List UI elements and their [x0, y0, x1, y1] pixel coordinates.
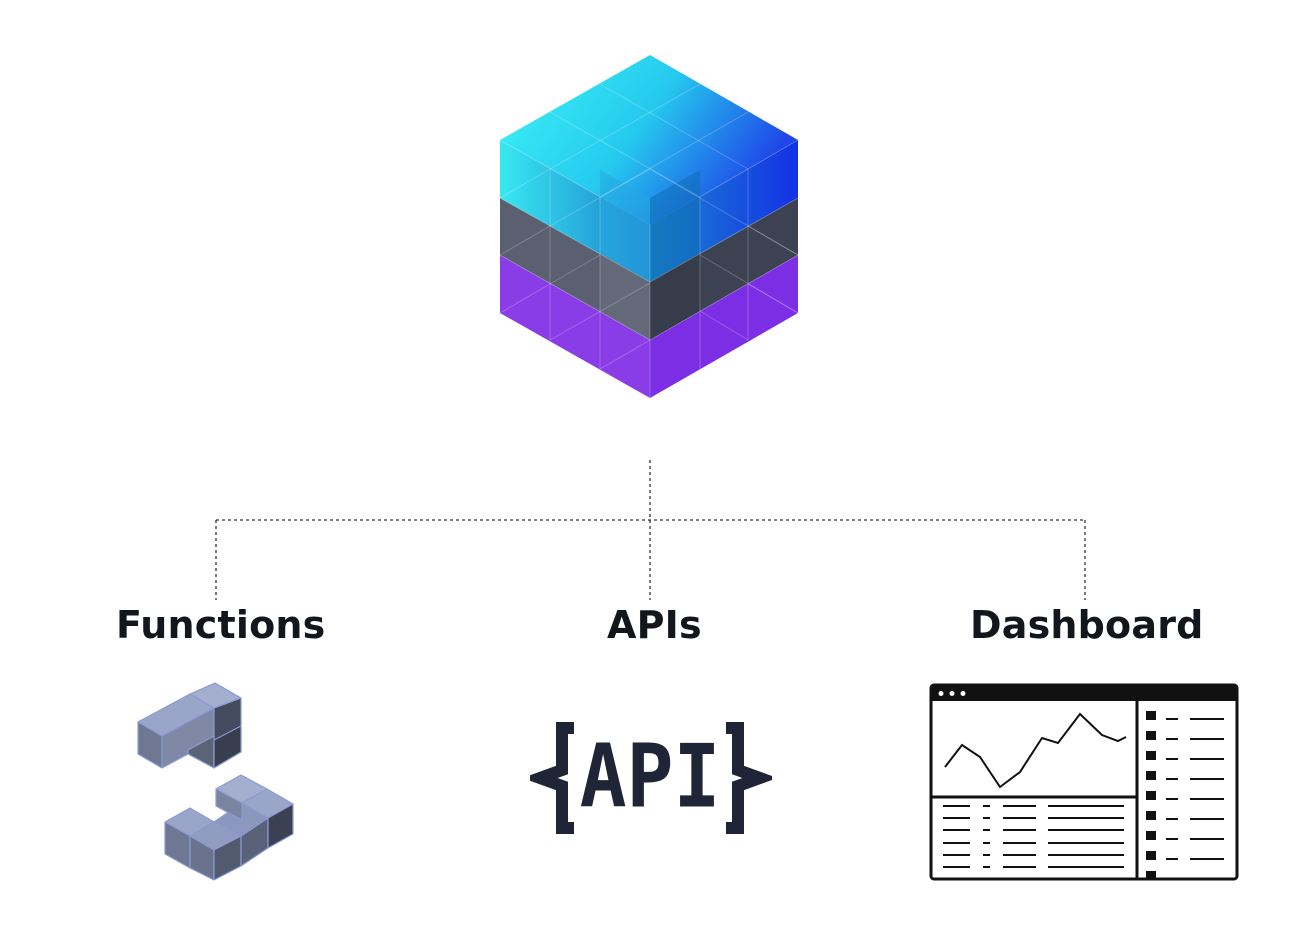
branch-label-apis: APIs [607, 603, 702, 647]
dashboard-window-icon [929, 683, 1239, 881]
stacked-cubes-icon [137, 682, 294, 881]
branch-label-functions: Functions [116, 603, 326, 647]
isometric-cube-logo [499, 55, 799, 398]
branch-label-dashboard: Dashboard [970, 603, 1204, 647]
api-braces-icon: API [530, 722, 772, 834]
api-text: API [580, 725, 721, 827]
